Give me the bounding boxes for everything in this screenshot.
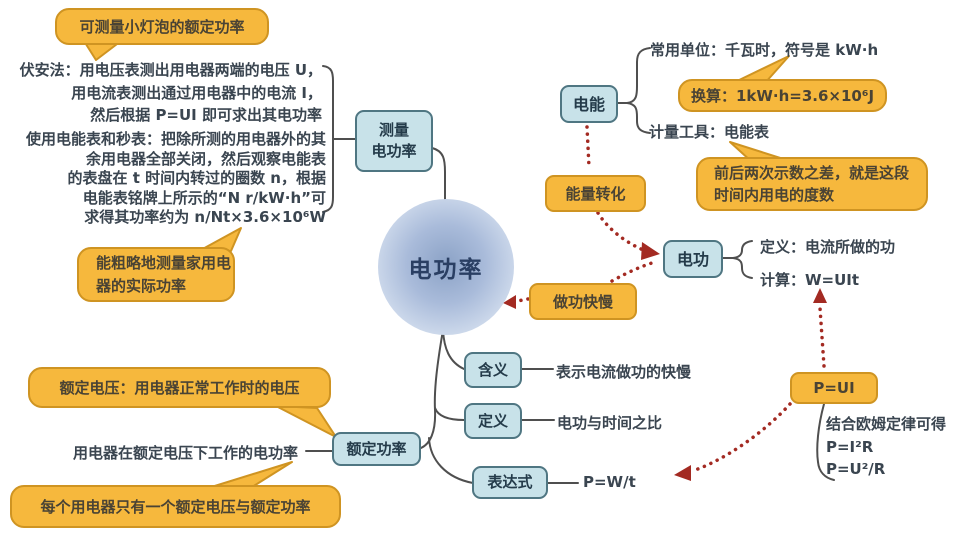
arrow-convert-to-work [596,211,643,251]
ohm-derive-line-3: P=U²/R [826,460,886,478]
central-topic-node: 电功率 [378,199,514,335]
node-measure-power-line-2: 电功率 [371,142,417,160]
ohm-derive-line-2: P=I²R [826,437,874,456]
voltammetry-line-1: 伏安法：用电压表测出用电器两端的电压 U， [19,61,322,79]
callout-rough-line-2: 器的实际功率 [96,276,187,295]
meter-method-line-5: 求得其功率约为 n/Nt×3.6×10⁶W [84,208,326,226]
arrow-pui-to-pwt [690,402,792,473]
branch-meaning [442,329,465,370]
meter-stopwatch-method-text: 使用电能表和秒表：把除所测的用电器外的其 余用电器全部关闭，然后观察电能表 的表… [6,130,326,228]
arrow-speed-to-center [512,297,530,304]
arrowhead-to-center [503,295,516,309]
callout-unique-rated: 每个用电器只有一个额定电压与额定功率 [10,485,341,528]
meaning-text: 表示电流做功的快慢 [556,363,692,381]
central-topic-label: 电功率 [408,257,484,283]
meter-method-line-1: 使用电能表和秒表：把除所测的用电器外的其 [25,130,326,148]
meter-method-line-3: 的表盘在 t 时间内转过的圈数 n，根据 [67,169,326,187]
tail-callout-voltage [275,405,337,438]
callout-unique-rated-text: 每个用电器只有一个额定电压与额定功率 [40,498,311,516]
callout-rated-power-measurable: 可测量小灯泡的额定功率 [55,8,269,45]
arrow-pui-to-wuit [818,306,826,368]
callout-meter-reading-diff: 前后两次示数之差，就是这段 时间内用电的度数 [696,157,928,211]
arrowhead-to-work [641,242,660,260]
node-measure-power: 测量 电功率 [355,110,433,172]
callout-unit-conversion: 换算：1kW·h=3.6×10⁶J [678,79,887,112]
expression-formula-text: P=W/t [583,473,636,491]
bracket-measure-texts [322,65,357,213]
node-measure-power-line-1: 测量 [378,121,409,139]
node-energy-conversion: 能量转化 [545,175,646,212]
work-definition-text: 定义：电流所做的功 [760,238,896,256]
node-rated-power-label: 额定功率 [346,439,407,458]
voltammetry-line-2: 用电流表测出通过用电器中的电流 I， [71,83,322,102]
ohm-derive-line-1: 结合欧姆定律可得 [826,415,947,433]
callout-rated-voltage-text: 额定电压：用电器正常工作时的电压 [59,379,300,397]
line-measure-to-center [431,147,446,202]
callout-rough-measure: 能粗略地测量家用电 器的实际功率 [77,247,235,302]
voltammetry-line-3: 然后根据 P=UI 即可求出其电功率 [90,106,322,124]
callout-meter-diff-line-2: 时间内用电的度数 [714,186,835,204]
bracket-energy [617,47,651,134]
node-meaning-label: 含义 [477,360,508,379]
node-pui-formula-label: P=UI [813,379,855,397]
node-meaning: 含义 [464,352,522,388]
meter-method-line-2: 余用电器全部关闭，然后观察电能表 [85,149,326,168]
meter-method-line-4: 电能表铭牌上所示的“N r/kW·h”可 [82,188,326,207]
ohm-law-derivation-text: 结合欧姆定律可得 P=I²R P=U²/R [826,413,946,481]
node-work-speed: 做功快慢 [529,283,637,320]
callout-unit-conversion-text: 换算：1kW·h=3.6×10⁶J [690,87,875,105]
node-electric-work: 电功 [663,240,723,278]
node-definition-label: 定义 [477,411,508,430]
node-rated-power: 额定功率 [332,432,421,466]
node-electric-work-label: 电功 [676,249,709,269]
branch-expression [428,437,474,484]
node-energy-conversion-label: 能量转化 [565,185,626,203]
bracket-electric-work [721,240,753,279]
definition-text: 电功与时间之比 [557,414,663,432]
spine-to-rated-power [420,329,444,449]
node-expression: 表达式 [472,466,548,499]
arrowhead-to-wuit [813,288,827,303]
callout-rated-power-text: 可测量小灯泡的额定功率 [79,18,245,36]
node-pui-formula: P=UI [790,372,878,404]
voltammetry-method-text: 伏安法：用电压表测出用电器两端的电压 U， 用电流表测出通过用电器中的电流 I，… [4,59,322,127]
rated-power-definition-text: 用电器在额定电压下工作的电功率 [73,444,299,462]
node-definition: 定义 [464,403,522,439]
node-work-speed-label: 做功快慢 [552,293,613,311]
measuring-tool-text: 计量工具：电能表 [649,123,770,141]
common-unit-text: 常用单位：千瓦时，符号是 kW·h [650,41,879,59]
work-calculation-text: 计算：W=UIt [760,271,860,289]
bracket-pui-derive [816,403,835,481]
node-electric-energy-label: 电能 [572,94,605,114]
arrow-energy-to-convert [585,125,591,169]
node-electric-energy: 电能 [560,85,618,123]
branch-definition [434,407,465,421]
callout-rough-line-1: 能粗略地测量家用电 [96,253,232,272]
callout-rated-voltage: 额定电压：用电器正常工作时的电压 [28,367,331,408]
node-expression-label: 表达式 [487,473,533,491]
label-stub-lines [305,368,579,484]
arrowhead-to-pwt [674,465,691,481]
arrow-speed-to-work [610,260,657,283]
callout-meter-diff-line-1: 前后两次示数之差，就是这段 [714,164,910,182]
